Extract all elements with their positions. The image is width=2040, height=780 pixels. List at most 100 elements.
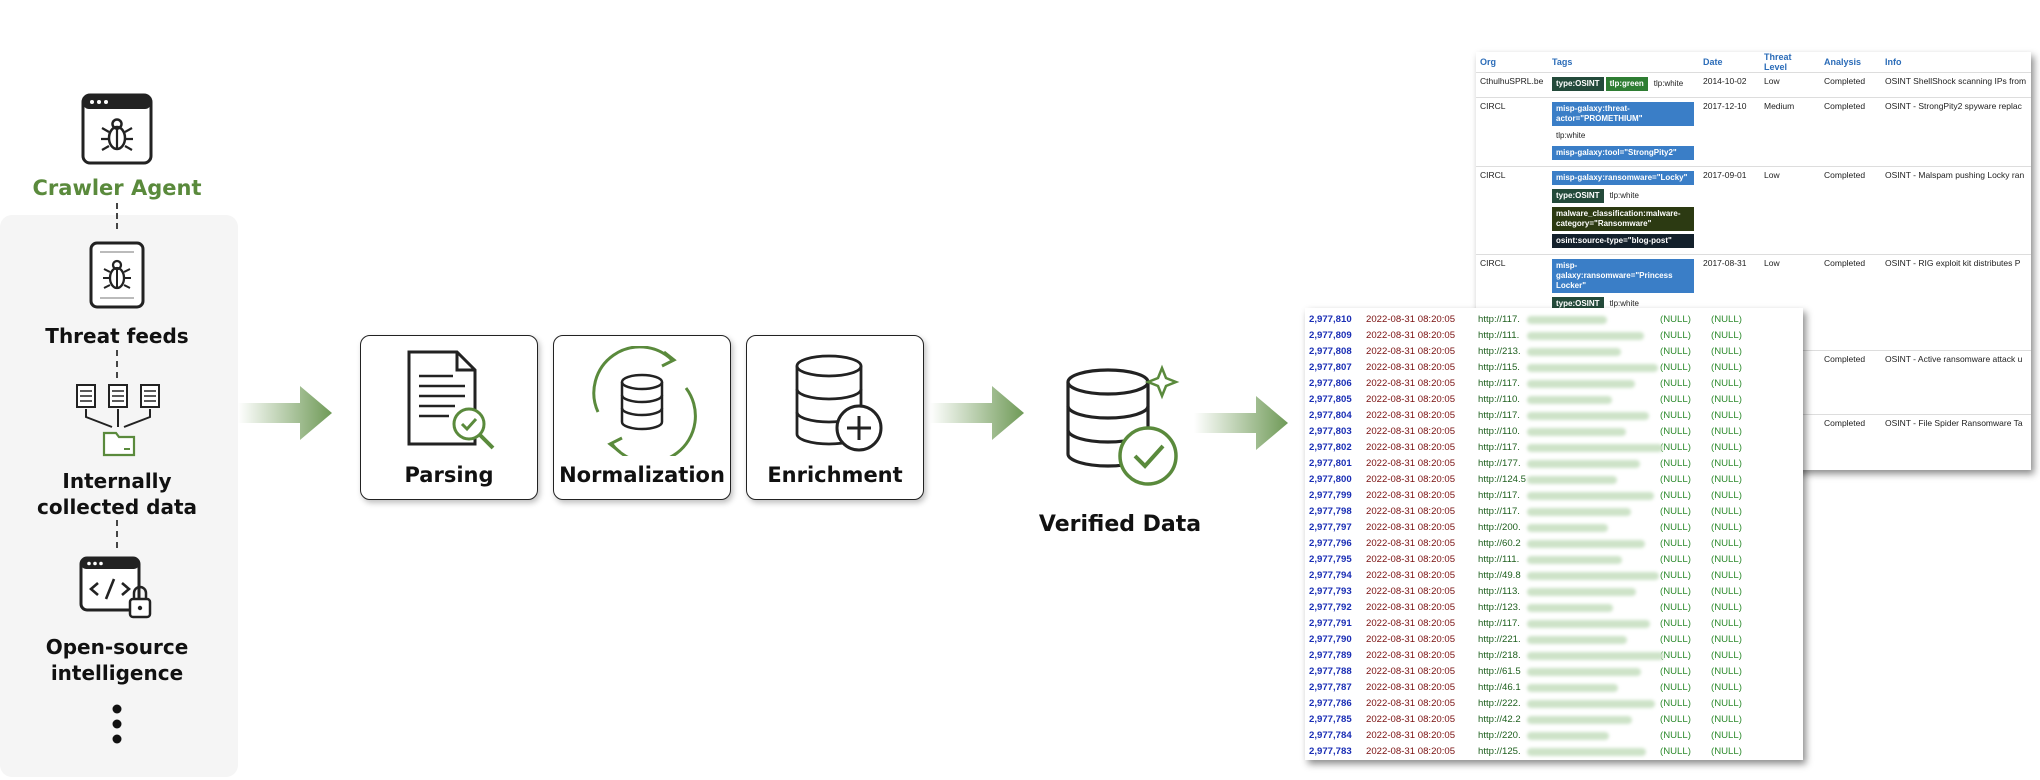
- null-cell: (NULL): [1711, 314, 1742, 325]
- redacted-url-blur: [1527, 396, 1612, 404]
- flow-arrow: [238, 386, 332, 440]
- null-cell: (NULL): [1660, 602, 1691, 613]
- url-cell: http://200.: [1478, 522, 1521, 533]
- timestamp-cell: 2022-08-31 08:20:05: [1366, 506, 1456, 517]
- null-cell: (NULL): [1711, 714, 1742, 725]
- null-cell: (NULL): [1660, 362, 1691, 373]
- timestamp-cell: 2022-08-31 08:20:05: [1366, 490, 1456, 501]
- tag-badge[interactable]: misp-galaxy:ransomware="Locky": [1552, 171, 1694, 185]
- column-header[interactable]: Date: [1699, 52, 1760, 73]
- url-cell: http://177.: [1478, 458, 1521, 469]
- null-cell: (NULL): [1660, 714, 1691, 725]
- timestamp-cell: 2022-08-31 08:20:05: [1366, 458, 1456, 469]
- timestamp-cell: 2022-08-31 08:20:05: [1366, 314, 1456, 325]
- redacted-url-blur: [1527, 524, 1608, 532]
- null-cell: (NULL): [1711, 522, 1742, 533]
- database-check-icon: [1066, 364, 1180, 486]
- timestamp-cell: 2022-08-31 08:20:05: [1366, 602, 1456, 613]
- id-cell: 2,977,801: [1309, 458, 1352, 469]
- null-cell: (NULL): [1660, 538, 1691, 549]
- connector-line: [116, 350, 118, 378]
- analysis-cell: Completed: [1820, 166, 1881, 255]
- timestamp-cell: 2022-08-31 08:20:05: [1366, 746, 1456, 757]
- timestamp-cell: 2022-08-31 08:20:05: [1366, 650, 1456, 661]
- column-header[interactable]: Info: [1881, 52, 2031, 73]
- tags-cell: misp-galaxy:threat-actor="PROMETHIUM" tlp…: [1548, 97, 1699, 167]
- null-cell: (NULL): [1660, 394, 1691, 405]
- id-cell: 2,977,808: [1309, 346, 1352, 357]
- tag-badge[interactable]: type:OSINT: [1552, 77, 1604, 91]
- redacted-url-blur: [1527, 508, 1631, 516]
- id-cell: 2,977,798: [1309, 506, 1352, 517]
- null-cell: (NULL): [1711, 538, 1742, 549]
- tag-badge[interactable]: type:OSINT: [1552, 297, 1604, 311]
- null-cell: (NULL): [1660, 522, 1691, 533]
- date-cell: 2014-10-02: [1699, 72, 1760, 98]
- column-header[interactable]: Analysis: [1820, 52, 1881, 73]
- tag-badge[interactable]: tlp:white: [1609, 191, 1639, 200]
- url-cell: http://117.: [1478, 410, 1520, 421]
- tag-badge[interactable]: tlp:white: [1556, 131, 1586, 140]
- url-cell: http://117.: [1478, 442, 1520, 453]
- tag-badge[interactable]: osint:source-type="blog-post": [1552, 234, 1694, 248]
- id-cell: 2,977,791: [1309, 618, 1352, 629]
- tag-badge[interactable]: tlp:white: [1609, 299, 1639, 308]
- null-cell: (NULL): [1711, 410, 1742, 421]
- tag-badge[interactable]: misp-galaxy:ransomware="Princess Locker": [1552, 259, 1694, 293]
- null-cell: (NULL): [1711, 586, 1742, 597]
- tag-badge[interactable]: type:OSINT: [1552, 189, 1604, 203]
- null-cell: (NULL): [1660, 330, 1691, 341]
- tag-badge[interactable]: misp-galaxy:threat-actor="PROMETHIUM": [1552, 102, 1694, 126]
- tag-badge[interactable]: tlp:green: [1605, 77, 1648, 91]
- column-header[interactable]: Threat Level: [1760, 52, 1820, 73]
- tag-badge[interactable]: tlp:white: [1653, 79, 1684, 88]
- column-header[interactable]: Org: [1476, 52, 1548, 73]
- tag-badge[interactable]: misp-galaxy:tool="StrongPity2": [1552, 146, 1694, 160]
- tag-badge[interactable]: malware_classification:malware-category=…: [1552, 207, 1694, 231]
- redacted-url-blur: [1527, 476, 1617, 484]
- normalization-step: Normalization: [553, 335, 731, 500]
- url-cell: http://117.: [1478, 618, 1520, 629]
- id-cell: 2,977,800: [1309, 474, 1352, 485]
- code-window-lock-icon: [79, 556, 152, 619]
- timestamp-cell: 2022-08-31 08:20:05: [1366, 442, 1456, 453]
- id-cell: 2,977,790: [1309, 634, 1352, 645]
- column-header[interactable]: Tags: [1548, 52, 1699, 73]
- null-cell: (NULL): [1660, 570, 1691, 581]
- redacted-url-blur: [1527, 556, 1622, 564]
- id-cell: 2,977,789: [1309, 650, 1352, 661]
- url-cell: http://115.: [1478, 362, 1520, 373]
- analysis-cell: Completed: [1820, 350, 1881, 415]
